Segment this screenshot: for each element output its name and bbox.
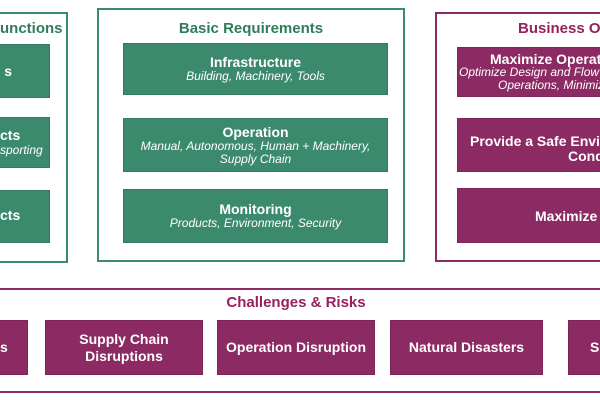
operation-title: Operation [222, 123, 289, 140]
functions-box-3 [0, 190, 50, 243]
challenge-box-5 [568, 320, 600, 375]
challenge-box-operation-disruption-label: Operation Disruption [226, 339, 366, 355]
basic-requirements-title: Basic Requirements [178, 20, 324, 37]
functions-box-2-sublabel: sporting [0, 143, 43, 157]
objective-box-1 [457, 47, 600, 97]
operation-subtitle: Manual, Autonomous, Human + Machinery, S… [140, 138, 371, 166]
functions-box-3-label: cts [0, 207, 21, 223]
functions-box-1-label: s [4, 63, 12, 79]
objective-box-3 [457, 188, 600, 243]
functions-panel-title: unctions [0, 20, 63, 37]
objective-box-2-title-line2: Condit [568, 148, 600, 164]
challenge-box-supply-chain-label: Supply Chain Disruptions [79, 330, 169, 364]
operation-box: Operation Manual, Autonomous, Human + Ma… [123, 118, 388, 172]
monitoring-box: Monitoring Products, Environment, Securi… [123, 189, 388, 243]
challenge-box-1 [0, 320, 28, 375]
infrastructure-title: Infrastructure [209, 54, 302, 70]
functions-box-1 [0, 44, 50, 98]
infrastructure-box: Infrastructure Building, Machinery, Tool… [123, 43, 388, 95]
infrastructure-subtitle: Building, Machinery, Tools [186, 69, 325, 83]
business-objectives-title: Business Ob [518, 20, 600, 37]
functions-box-2 [0, 117, 50, 168]
functions-box-2-label: cts [0, 127, 21, 143]
challenge-box-1-label: s [0, 339, 8, 355]
challenge-box-operation-disruption: Operation Disruption [217, 320, 375, 375]
monitoring-subtitle: Products, Environment, Security [169, 216, 342, 230]
monitoring-title: Monitoring [219, 201, 292, 217]
challenge-box-natural-disasters: Natural Disasters [390, 320, 543, 375]
objective-box-2 [457, 118, 600, 172]
objective-box-3-title: Maximize S [535, 208, 600, 224]
challenge-box-supply-chain: Supply Chain Disruptions [45, 320, 203, 375]
challenge-box-5-label: S [590, 339, 600, 355]
objective-box-1-subtitle-line2: Operations, Minimiz [498, 78, 600, 92]
challenges-title: Challenges & Risks [226, 294, 366, 311]
objective-box-2-title-line1: Provide a Safe Enviro [470, 133, 600, 149]
challenge-box-natural-disasters-label: Natural Disasters [408, 339, 525, 355]
objective-box-1-title: Maximize Operatio [490, 51, 600, 67]
objective-box-1-subtitle-line1: Optimize Design and Flow [459, 65, 600, 79]
